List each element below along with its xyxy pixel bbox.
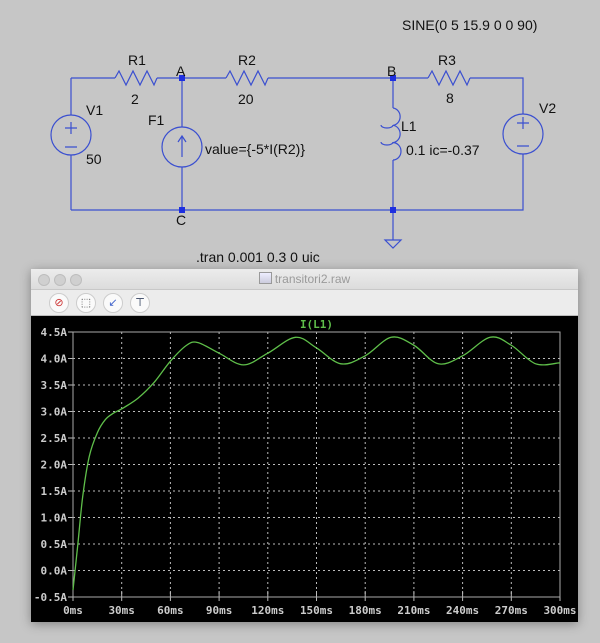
v1-name: V1 <box>86 102 103 118</box>
minimize-button[interactable] <box>54 274 66 286</box>
node-b-dot <box>390 75 396 81</box>
x-tick-label: 120ms <box>251 604 284 617</box>
resistor-r2 <box>225 69 269 87</box>
node-c-label: C <box>176 212 186 228</box>
ground-icon <box>383 239 403 249</box>
y-tick-label: 3.5A <box>41 379 68 392</box>
zoom-area-icon[interactable]: ↙ <box>103 293 123 313</box>
l1-value: 0.1 ic=-0.37 <box>406 142 480 158</box>
x-tick-label: 150ms <box>300 604 333 617</box>
v2-name: V2 <box>539 100 556 116</box>
voltage-source-v2 <box>502 113 544 155</box>
r3-value: 8 <box>446 90 454 106</box>
y-tick-label: 4.0A <box>41 353 68 366</box>
r3-name: R3 <box>438 52 456 68</box>
x-tick-label: 240ms <box>446 604 479 617</box>
x-tick-label: 30ms <box>108 604 135 617</box>
wire-top-left <box>71 77 524 114</box>
y-tick-label: 2.5A <box>41 432 68 445</box>
x-tick-label: 60ms <box>157 604 184 617</box>
node-b-label: B <box>387 63 396 79</box>
x-tick-label: 90ms <box>206 604 233 617</box>
window-title: transitori2.raw <box>274 272 351 286</box>
x-tick-label: 210ms <box>397 604 430 617</box>
toolbar: ⊘ ⬚ ↙ ⊤ <box>31 290 578 316</box>
x-tick-label: 0ms <box>63 604 83 617</box>
waveform-file-icon <box>258 272 272 284</box>
zoom-button[interactable] <box>70 274 82 286</box>
zoom-full-icon[interactable]: ⬚ <box>76 293 96 313</box>
y-tick-label: -0.5A <box>34 591 67 604</box>
voltage-source-v1 <box>50 114 92 156</box>
y-tick-label: 1.0A <box>41 512 68 525</box>
node-c-dot <box>179 207 185 213</box>
title-bar[interactable]: transitori2.raw <box>31 269 578 290</box>
waveform-plot[interactable]: 0ms 30ms 60ms 90ms 120ms 150ms 180ms 210ms 240ms… <box>31 316 578 622</box>
r1-value: 2 <box>131 91 139 107</box>
zoom-out-icon[interactable]: ⊘ <box>49 293 69 313</box>
l1-name: L1 <box>401 118 417 134</box>
tran-directive[interactable]: .tran 0.001 0.3 0 uic <box>196 249 320 265</box>
node-ground-dot <box>390 207 396 213</box>
node-a-label: A <box>176 63 186 79</box>
y-tick-label: 1.5A <box>41 485 68 498</box>
inductor-l1 <box>380 107 402 161</box>
r2-name: R2 <box>238 52 256 68</box>
r1-name: R1 <box>128 52 146 68</box>
resistor-r3 <box>427 69 471 87</box>
plus-minus-v2 <box>517 117 529 147</box>
y-tick-label: 2.0A <box>41 459 68 472</box>
x-tick-label: 270ms <box>495 604 528 617</box>
probe-icon[interactable]: ⊤ <box>130 293 150 313</box>
f1-value: value={-5*I(R2)} <box>205 141 305 157</box>
close-button[interactable] <box>38 274 50 286</box>
schematic: R1 2 A R2 20 B R3 8 V1 50 F1 value={-5*I… <box>50 17 556 265</box>
v1-value: 50 <box>86 151 102 167</box>
node-a-dot <box>179 75 185 81</box>
current-source-f1 <box>161 126 203 168</box>
arrow-icon <box>177 134 187 157</box>
trace-title: I(L1) <box>300 318 333 331</box>
r2-value: 20 <box>238 91 254 107</box>
waveform-window: transitori2.raw ⊘ ⬚ ↙ ⊤ 0ms 30ms 60ms 90ms 1… <box>31 269 578 622</box>
y-tick-label: 4.5A <box>41 326 68 339</box>
y-tick-label: 3.0A <box>41 406 68 419</box>
v2-value: SINE(0 5 15.9 0 0 90) <box>402 17 537 33</box>
f1-name: F1 <box>148 112 165 128</box>
x-tick-label: 300ms <box>543 604 576 617</box>
resistor-r1 <box>114 69 158 87</box>
y-tick-label: 0.5A <box>41 538 68 551</box>
plus-minus-v1 <box>65 122 77 148</box>
plot-frame <box>72 331 561 598</box>
wire-bottom <box>70 78 524 211</box>
x-tick-label: 180ms <box>349 604 382 617</box>
y-tick-label: 0.0A <box>41 565 68 578</box>
series-line-i-l1 <box>72 336 561 591</box>
